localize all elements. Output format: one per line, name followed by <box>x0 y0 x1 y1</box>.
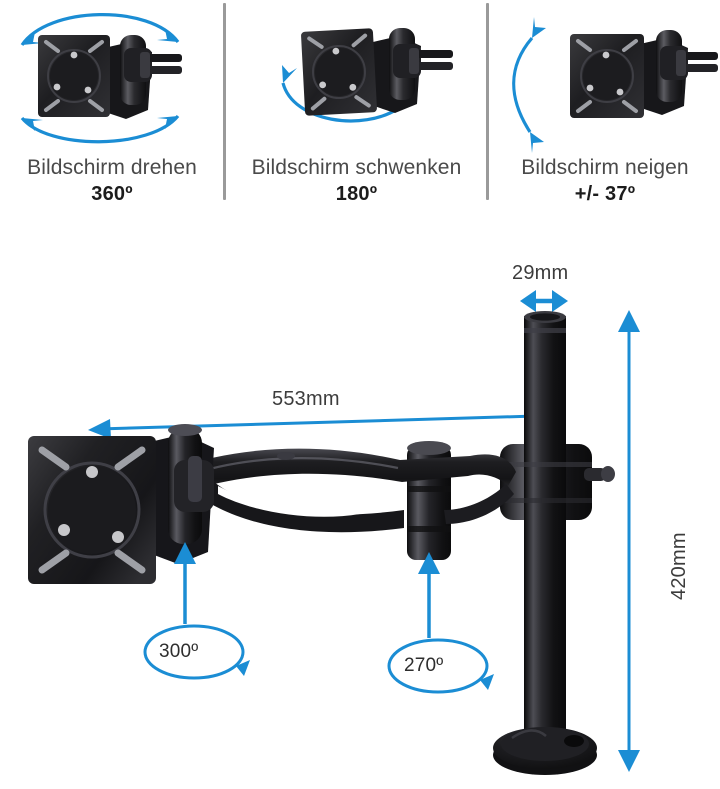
pole-clamp-joint <box>500 440 615 524</box>
support-arm <box>176 448 516 533</box>
feature-caption: Bildschirm neigen +/- 37º <box>490 156 720 205</box>
reach-label: 553mm <box>272 388 340 410</box>
product-diagram: 29mm 553mm 420mm 300º 270º <box>0 210 720 789</box>
vesa-joint-angle-callout <box>143 542 250 680</box>
vesa-plate <box>28 436 156 584</box>
height-arrow <box>618 310 640 772</box>
height-label: 420mm <box>668 532 690 600</box>
panel-divider-1 <box>223 3 226 200</box>
feature-title: Bildschirm schwenken <box>251 156 462 179</box>
tilt-arc-double-arrow-icon <box>512 17 718 153</box>
feature-value: +/- 37º <box>574 183 636 206</box>
elbow-joint-angle-callout <box>387 552 494 694</box>
feature-caption: Bildschirm schwenken 180º <box>227 156 486 205</box>
vesa-joint-angle-label: 300º <box>159 641 199 662</box>
feature-swivel: Bildschirm schwenken 180º <box>227 0 486 210</box>
vertical-pole <box>524 311 566 768</box>
pole-diameter-label: 29mm <box>512 262 569 284</box>
feature-row: Bildschirm drehen 360º <box>0 0 720 210</box>
feature-title: Bildschirm drehen <box>27 156 197 179</box>
product-illustration <box>28 290 640 775</box>
swivel-arc-double-arrow-icon <box>281 28 453 123</box>
feature-value: 360º <box>91 183 133 206</box>
feature-title: Bildschirm neigen <box>521 156 689 179</box>
pole-diameter-arrow <box>520 290 568 312</box>
vesa-head-joint <box>146 424 214 564</box>
feature-value: 180º <box>335 183 378 206</box>
rotate-arc-double-arrow-icon <box>20 13 182 144</box>
desk-base <box>493 727 597 775</box>
feature-rotate: Bildschirm drehen 360º <box>0 0 224 210</box>
feature-caption: Bildschirm drehen 360º <box>0 156 224 205</box>
feature-tilt: Bildschirm neigen +/- 37º <box>490 0 720 210</box>
elbow-joint-angle-label: 270º <box>404 655 444 676</box>
panel-divider-2 <box>486 3 489 200</box>
